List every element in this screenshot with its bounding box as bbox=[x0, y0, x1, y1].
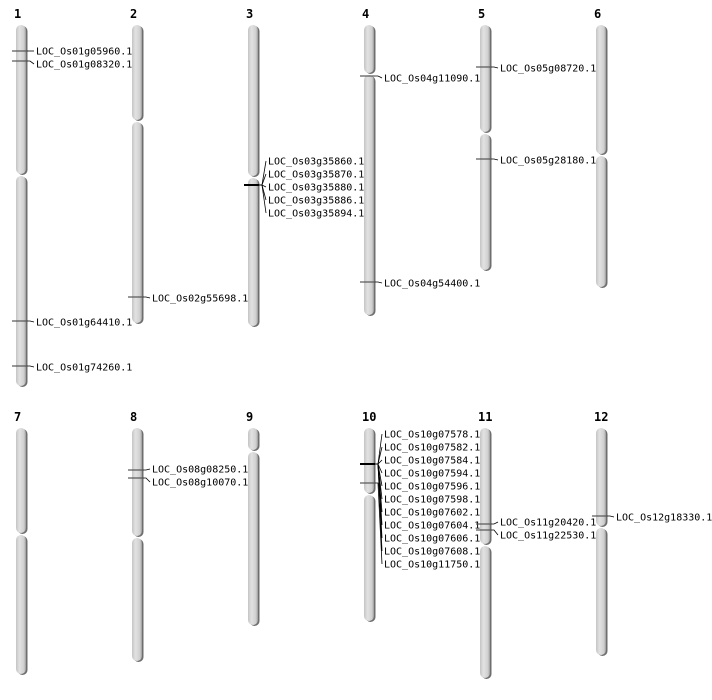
chromosome-5-q-arm bbox=[480, 134, 490, 270]
chromosome-9-p-arm bbox=[248, 428, 258, 450]
chromosome-title: 6 bbox=[594, 7, 601, 21]
chromosome-title: 8 bbox=[130, 410, 137, 424]
chromosome-7-q-arm bbox=[16, 535, 26, 674]
gene-label: LOC_Os10g07608.1 bbox=[384, 547, 480, 558]
gene-connector-line bbox=[27, 60, 35, 65]
gene-label: LOC_Os10g07604.1 bbox=[384, 521, 480, 532]
chromosome-title: 12 bbox=[594, 410, 608, 424]
chromosome-title: 11 bbox=[478, 410, 492, 424]
gene-label: LOC_Os11g22530.1 bbox=[500, 531, 596, 542]
gene-connector-line bbox=[491, 521, 499, 525]
chromosome-4-p-arm bbox=[364, 25, 374, 73]
chromosome-3-p-arm bbox=[248, 25, 258, 176]
chromosome-3-q-arm bbox=[248, 178, 258, 326]
gene-connector-line bbox=[259, 160, 267, 186]
gene-label: LOC_Os03g35880.1 bbox=[268, 183, 364, 194]
gene-label: LOC_Os10g07602.1 bbox=[384, 508, 480, 519]
chromosome-title: 2 bbox=[130, 7, 137, 21]
chromosome-8-p-arm bbox=[132, 428, 142, 536]
gene-label: LOC_Os10g07582.1 bbox=[384, 443, 480, 454]
chromosome-12-q-arm bbox=[596, 528, 606, 655]
gene-label: LOC_Os01g05960.1 bbox=[36, 47, 132, 58]
chromosome-1-p-arm bbox=[16, 25, 26, 174]
chromosome-title: 7 bbox=[14, 410, 21, 424]
gene-connector-line bbox=[375, 433, 383, 465]
chromosome-6-q-arm bbox=[596, 156, 606, 287]
gene-label: LOC_Os04g54400.1 bbox=[384, 279, 480, 290]
gene-connector-line bbox=[259, 173, 267, 186]
gene-connector-line bbox=[491, 529, 499, 536]
chromosome-4-q-arm bbox=[364, 75, 374, 315]
gene-connector-line bbox=[143, 477, 151, 483]
gene-label: LOC_Os05g08720.1 bbox=[500, 64, 596, 75]
gene-label: LOC_Os04g11090.1 bbox=[384, 74, 480, 85]
chromosome-9-q-arm bbox=[248, 452, 258, 625]
gene-connector-line bbox=[375, 482, 383, 565]
gene-label: LOC_Os08g08250.1 bbox=[152, 465, 248, 476]
chromosome-title: 3 bbox=[246, 7, 253, 21]
chromosome-11-q-arm bbox=[480, 546, 490, 678]
gene-connector-line bbox=[143, 468, 151, 471]
gene-label: LOC_Os03g35894.1 bbox=[268, 209, 364, 220]
gene-label: LOC_Os10g07596.1 bbox=[384, 482, 480, 493]
gene-label: LOC_Os03g35886.1 bbox=[268, 196, 364, 207]
gene-label: LOC_Os01g74260.1 bbox=[36, 363, 132, 374]
chromosome-5-p-arm bbox=[480, 25, 490, 132]
chromosome-title: 5 bbox=[478, 7, 485, 21]
gene-label: LOC_Os02g55698.1 bbox=[152, 294, 248, 305]
chromosome-1-q-arm bbox=[16, 176, 26, 386]
chromosome-title: 10 bbox=[362, 410, 376, 424]
chromosome-title: 9 bbox=[246, 410, 253, 424]
gene-label: LOC_Os01g08320.1 bbox=[36, 60, 132, 71]
gene-label: LOC_Os05g28180.1 bbox=[500, 156, 596, 167]
gene-label: LOC_Os10g07606.1 bbox=[384, 534, 480, 545]
gene-connector-line bbox=[27, 320, 35, 323]
chromosome-10-q-arm bbox=[364, 495, 374, 621]
gene-label: LOC_Os10g11750.1 bbox=[384, 560, 480, 571]
gene-connector-line bbox=[143, 296, 151, 299]
gene-label: LOC_Os12g18330.1 bbox=[616, 513, 712, 524]
gene-label: LOC_Os01g64410.1 bbox=[36, 318, 132, 329]
chromosome-8-q-arm bbox=[132, 538, 142, 661]
gene-label: LOC_Os10g07584.1 bbox=[384, 456, 480, 467]
gene-label: LOC_Os10g07594.1 bbox=[384, 469, 480, 480]
gene-label: LOC_Os03g35860.1 bbox=[268, 157, 364, 168]
chromosome-title: 4 bbox=[362, 7, 369, 21]
gene-connector-line bbox=[491, 158, 499, 161]
chromosome-10-p-arm bbox=[364, 428, 374, 493]
gene-label: LOC_Os08g10070.1 bbox=[152, 478, 248, 489]
gene-connector-line bbox=[607, 515, 615, 518]
chromosome-2-p-arm bbox=[132, 25, 142, 120]
gene-connector-line bbox=[375, 463, 383, 552]
gene-label: LOC_Os11g20420.1 bbox=[500, 518, 596, 529]
chromosome-7-p-arm bbox=[16, 428, 26, 533]
gene-label: LOC_Os10g07578.1 bbox=[384, 430, 480, 441]
gene-label: LOC_Os03g35870.1 bbox=[268, 170, 364, 181]
gene-connector-line bbox=[259, 184, 267, 214]
chromosome-11-p-arm bbox=[480, 428, 490, 544]
gene-label: LOC_Os10g07598.1 bbox=[384, 495, 480, 506]
chromosome-title: 1 bbox=[14, 7, 21, 21]
chromosome-12-p-arm bbox=[596, 428, 606, 526]
gene-connector-line bbox=[491, 66, 499, 69]
gene-connector-line bbox=[27, 365, 35, 368]
gene-connector-line bbox=[375, 281, 383, 284]
gene-connector-line bbox=[375, 75, 383, 79]
chromosome-6-p-arm bbox=[596, 25, 606, 154]
chromosome-2-q-arm bbox=[132, 122, 142, 323]
